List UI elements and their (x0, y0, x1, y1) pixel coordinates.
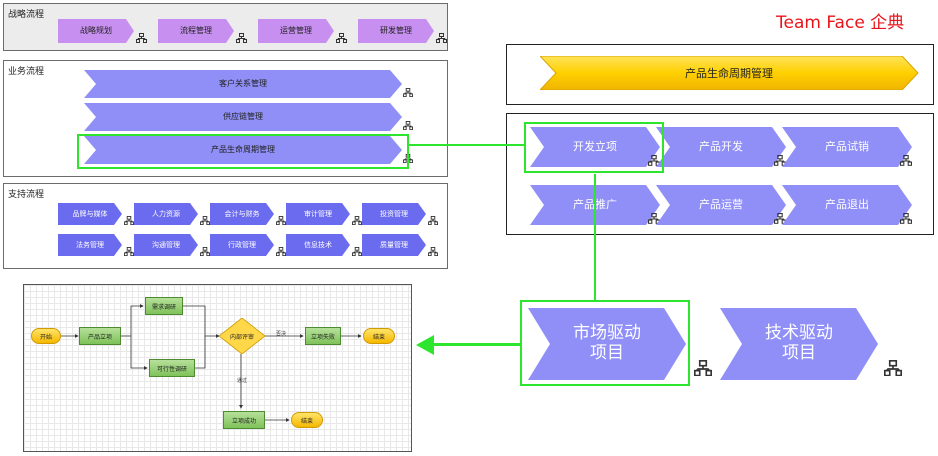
strategy-panel-title: 战略流程 (8, 10, 45, 20)
flow-review-diamond (219, 318, 265, 354)
support-process-panel: 支持流程 (3, 183, 448, 269)
business-panel-title: 业务流程 (8, 67, 45, 77)
support-row2-item-1-org-icon[interactable] (124, 247, 134, 256)
strategy-item-3-shape (258, 19, 334, 43)
strategy-item-2[interactable]: 流程管理 (180, 26, 212, 36)
flowchart-panel (23, 284, 412, 452)
flow-kickoff-success[interactable]: 立项成功 (223, 411, 265, 429)
business-item-2-org-icon[interactable] (403, 121, 413, 130)
flow-feasibility-research[interactable]: 可行性调研 (149, 359, 195, 377)
strategy-item-1-org-icon[interactable] (136, 33, 147, 43)
plm-row1-stage-1-shape (530, 127, 660, 167)
plm-row1-stage-3[interactable]: 产品试销 (825, 139, 869, 153)
support-row1-item-3[interactable]: 会计与财务 (224, 209, 260, 218)
plm-row1-stage-2[interactable]: 产品开发 (699, 139, 743, 153)
strategy-item-1-shape (58, 19, 134, 43)
support-row1-item-4-org-icon[interactable] (352, 216, 362, 225)
plm-row2-stage-3-org-icon[interactable] (900, 213, 912, 224)
plm-row1-stage-3-shape (782, 127, 912, 167)
support-row1-item-4-shape (286, 203, 350, 225)
support-row1-item-1-org-icon[interactable] (124, 216, 134, 225)
support-row2-item-1-shape (58, 234, 122, 256)
support-row2-item-3-shape (210, 234, 274, 256)
flow-product-create[interactable]: 产品立项 (79, 327, 121, 345)
highlight-box-plm-kickoff (524, 122, 664, 173)
support-row2-item-2-org-icon[interactable] (200, 247, 210, 256)
flow-kickoff-fail[interactable]: 立项失败 (305, 327, 341, 345)
business-item-3-shape (84, 136, 402, 164)
business-item-1-shape (84, 70, 402, 98)
tech-driven-org-icon[interactable] (884, 360, 902, 376)
plm-row2-stage-2[interactable]: 产品运营 (699, 197, 743, 211)
strategy-item-4-shape (358, 19, 434, 43)
support-row2-item-5[interactable]: 质量管理 (380, 240, 408, 249)
support-row2-item-2-shape (134, 234, 198, 256)
support-panel-title: 支持流程 (8, 190, 45, 200)
plm-title-label: 产品生命周期管理 (685, 67, 773, 80)
strategy-item-3-org-icon[interactable] (336, 33, 347, 43)
strategy-item-2-org-icon[interactable] (236, 33, 247, 43)
strategy-item-4-org-icon[interactable] (436, 33, 447, 43)
flow-internal-review[interactable]: 内部评审 (229, 333, 254, 341)
support-row1-item-4[interactable]: 审计管理 (304, 209, 332, 218)
plm-row1-stage-3-org-icon[interactable] (900, 155, 912, 166)
plm-row2-stage-3[interactable]: 产品退出 (825, 197, 869, 211)
business-item-2-shape (84, 103, 402, 131)
support-row1-item-5-org-icon[interactable] (428, 216, 438, 225)
brand-logo-text: Team Face 企典 (776, 13, 905, 33)
plm-row1-stage-2-shape (656, 127, 786, 167)
plm-row2-stage-2-shape (656, 185, 786, 225)
support-row2-item-3[interactable]: 行政管理 (228, 240, 256, 249)
strategy-item-3[interactable]: 运营管理 (280, 26, 312, 36)
highlight-box-business-plm (77, 134, 409, 169)
support-row1-item-1-shape (58, 203, 122, 225)
business-item-3[interactable]: 产品生命周期管理 (211, 145, 275, 155)
strategy-item-4[interactable]: 研发管理 (380, 26, 412, 36)
strategy-item-1[interactable]: 战略规划 (80, 26, 112, 36)
flow-start[interactable]: 开始 (31, 328, 61, 344)
business-item-1-org-icon[interactable] (403, 88, 413, 97)
support-row2-item-4-shape (286, 234, 350, 256)
business-item-2[interactable]: 供应链管理 (223, 112, 263, 122)
business-item-1[interactable]: 客户关系管理 (219, 79, 267, 89)
support-row1-item-2-org-icon[interactable] (200, 216, 210, 225)
plm-row2-stage-3-shape (782, 185, 912, 225)
support-row2-item-5-org-icon[interactable] (428, 247, 438, 256)
highlight-connector-v1 (594, 174, 596, 300)
support-row2-item-4[interactable]: 信息技术 (304, 240, 332, 249)
market-driven-project[interactable]: 市场驱动 项目 (573, 323, 641, 363)
support-row1-item-2-shape (134, 203, 198, 225)
highlight-arrowhead (416, 335, 434, 355)
support-row2-item-5-shape (362, 234, 426, 256)
flow-end-2[interactable]: 结束 (291, 412, 323, 428)
market-driven-org-icon[interactable] (694, 360, 712, 376)
support-row1-item-3-org-icon[interactable] (276, 216, 286, 225)
highlight-connector-h2 (432, 343, 522, 346)
flowchart-connectors (60, 304, 362, 422)
tech-driven-project-shape (720, 308, 878, 380)
flow-label-pass: 通过 (237, 378, 248, 384)
support-row1-item-5[interactable]: 投资管理 (380, 209, 408, 218)
support-row2-item-4-org-icon[interactable] (352, 247, 362, 256)
support-row1-item-1[interactable]: 品牌与媒体 (72, 209, 108, 218)
flow-demand-research[interactable]: 需求调研 (145, 297, 183, 315)
support-row2-item-3-org-icon[interactable] (276, 247, 286, 256)
flow-label-reject: 否决 (276, 331, 287, 337)
support-row1-item-2[interactable]: 人力资源 (152, 209, 180, 218)
support-row1-item-5-shape (362, 203, 426, 225)
support-row2-item-2[interactable]: 沟通管理 (152, 240, 180, 249)
market-driven-project-shape (528, 308, 686, 380)
tech-driven-project[interactable]: 技术驱动 项目 (765, 323, 833, 363)
highlight-box-market-driven (520, 300, 690, 386)
highlight-connector-h1 (408, 144, 525, 146)
plm-title-arrow[interactable] (540, 56, 920, 90)
plm-row1-stage-1[interactable]: 开发立项 (573, 139, 617, 153)
strategy-item-2-shape (158, 19, 234, 43)
support-row2-item-1[interactable]: 法务管理 (76, 240, 104, 249)
support-row1-item-3-shape (210, 203, 274, 225)
flow-end-1[interactable]: 结束 (363, 328, 395, 344)
